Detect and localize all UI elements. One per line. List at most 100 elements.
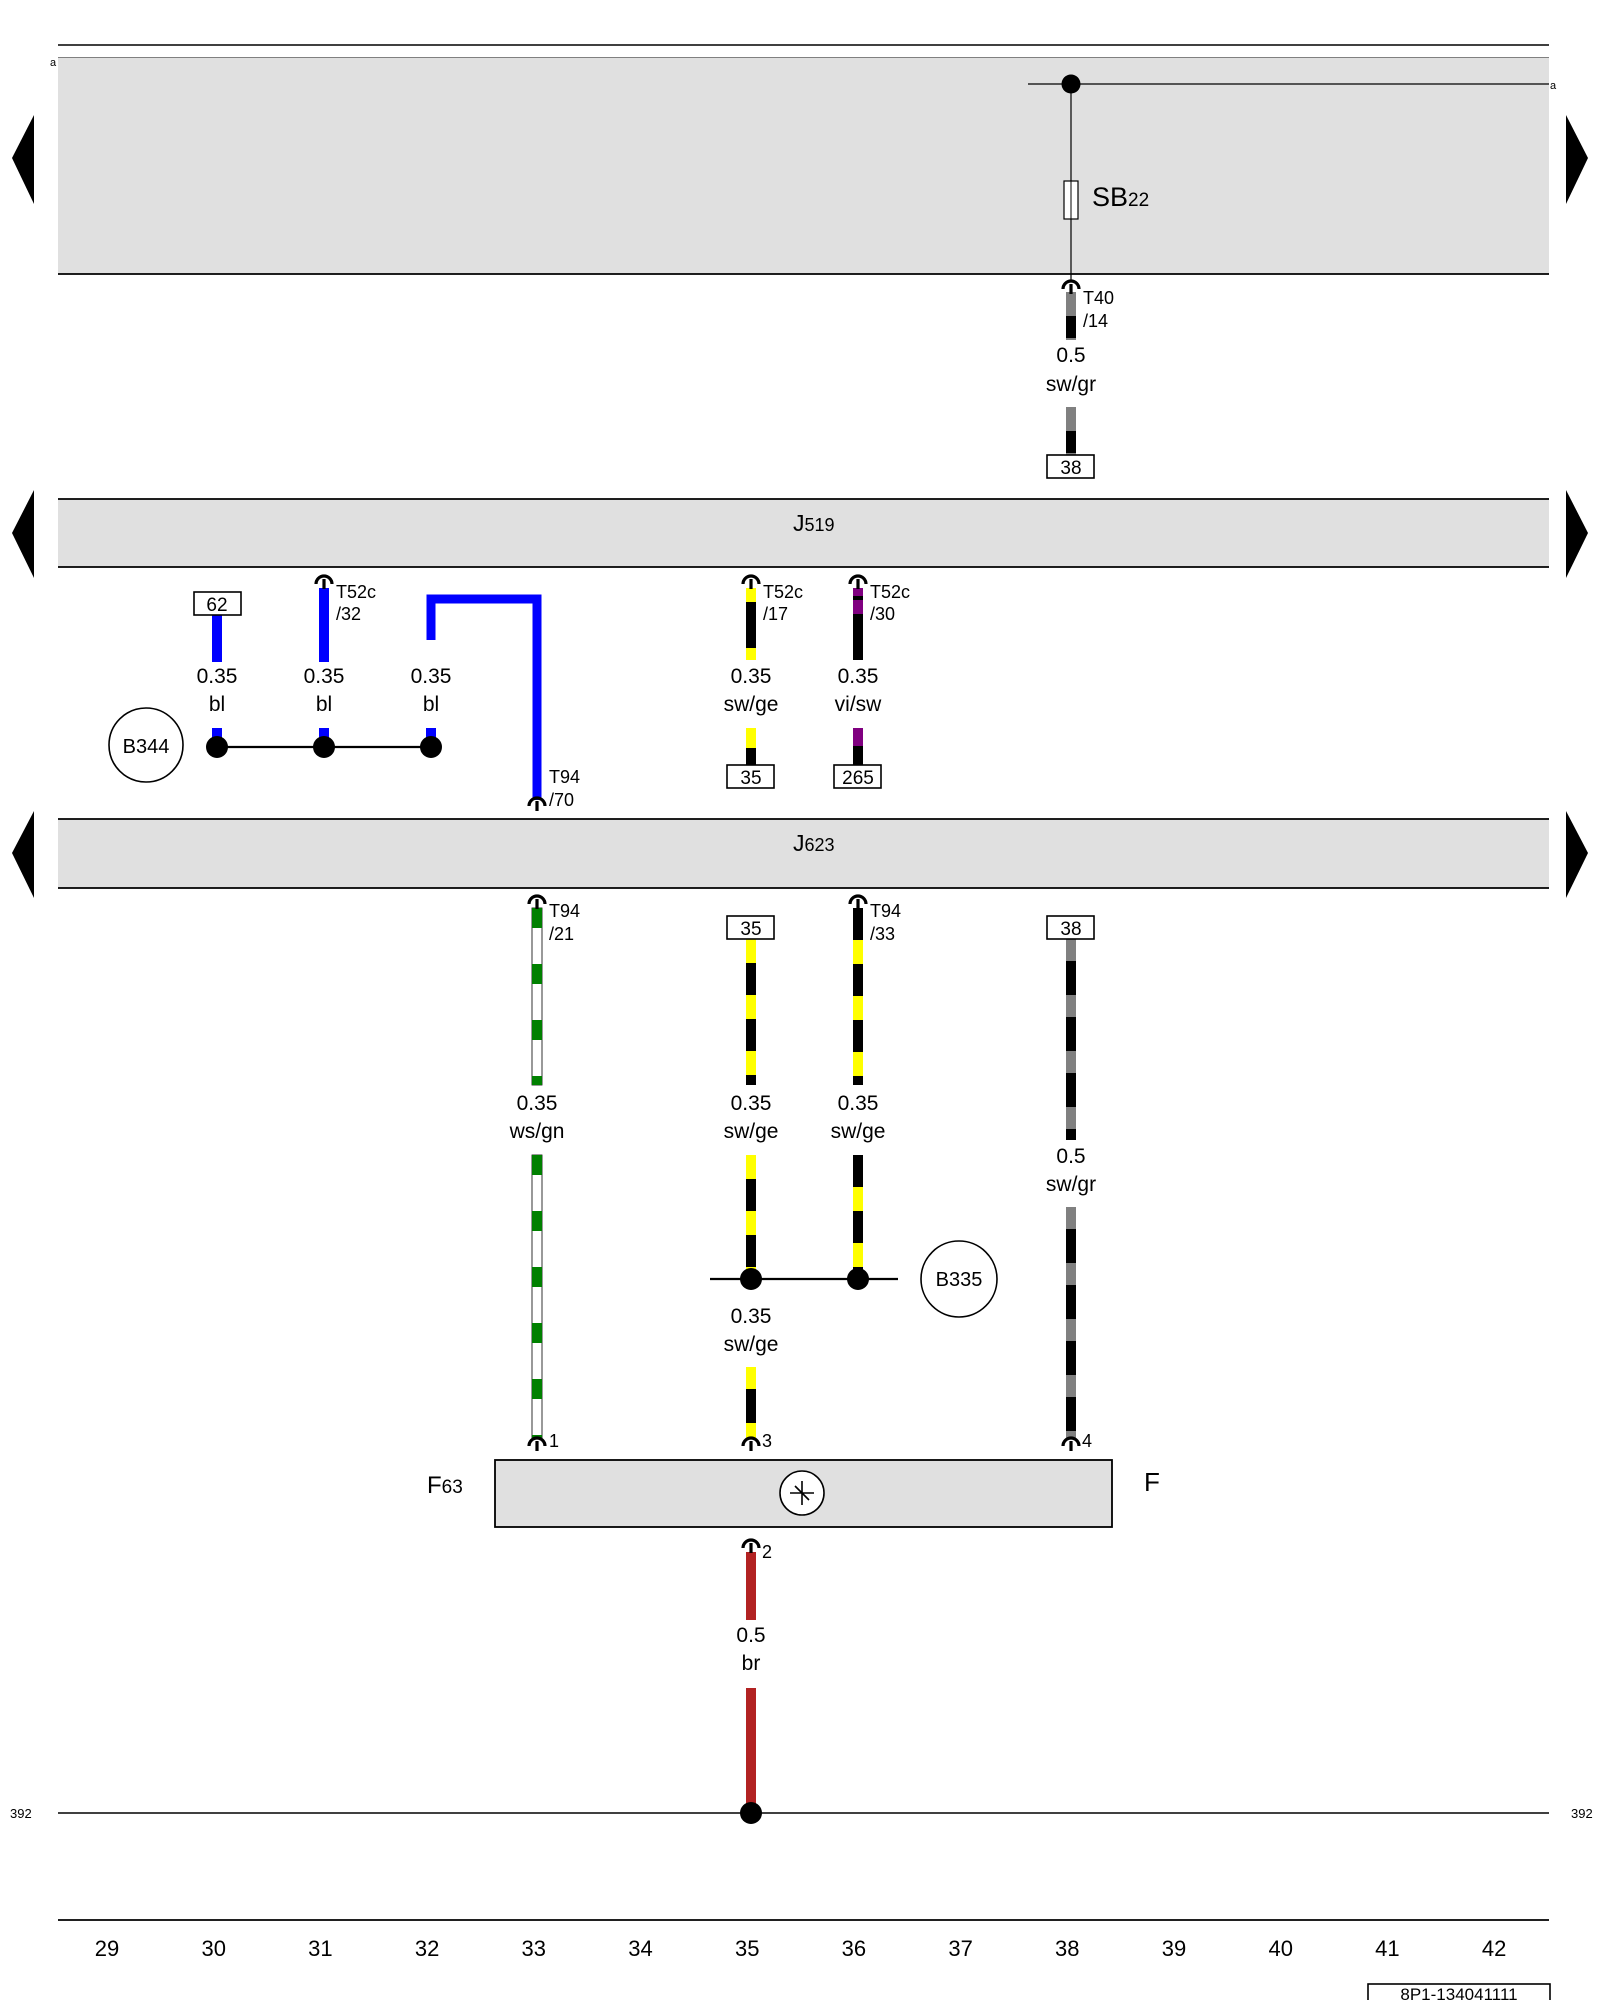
wire-sw-gr bbox=[1066, 1207, 1076, 1438]
svg-text:35: 35 bbox=[740, 768, 761, 789]
column-number: 32 bbox=[415, 1936, 439, 1961]
column-number: 35 bbox=[735, 1936, 759, 1961]
column-number: 30 bbox=[201, 1936, 225, 1961]
column-number: 39 bbox=[1162, 1936, 1186, 1961]
ground-bus-b344 bbox=[206, 736, 442, 758]
column-number: 31 bbox=[308, 1936, 332, 1961]
column-number: 40 bbox=[1268, 1936, 1292, 1961]
connector-plug bbox=[848, 894, 868, 911]
reference-boxes: 38 62 35 265 35 38 bbox=[193, 454, 1095, 940]
left-arrow-icon[interactable] bbox=[12, 811, 34, 898]
ref-box-38-b: 38 bbox=[1046, 915, 1095, 940]
wire-sw-gr bbox=[1066, 292, 1076, 340]
ref-box-35-a: 35 bbox=[726, 764, 775, 789]
right-arrow-icon[interactable] bbox=[1566, 490, 1588, 578]
column-number: 33 bbox=[522, 1936, 546, 1961]
svg-text:B344: B344 bbox=[123, 736, 170, 758]
connector-label-t52c-32: T52c/32 bbox=[336, 582, 376, 624]
ground-line: 392 392 bbox=[10, 1802, 1593, 1824]
svg-text:62: 62 bbox=[206, 595, 227, 616]
connector-labels: T40/14 T52c/32 T52c/17 T52c/30 T94/70 T9… bbox=[336, 288, 1114, 944]
connector-plug bbox=[741, 1436, 761, 1453]
right-arrow-icon[interactable] bbox=[1566, 115, 1588, 204]
pin-number: 2 bbox=[762, 1542, 772, 1562]
sensor-f63: F63 F bbox=[427, 1459, 1160, 1528]
svg-text:35: 35 bbox=[740, 919, 761, 940]
module-j623: J623 bbox=[58, 818, 1549, 889]
page-arrows[interactable] bbox=[12, 115, 1588, 898]
sensor-label: F63 bbox=[427, 1472, 463, 1499]
wire-sw-ge bbox=[746, 939, 756, 1085]
connector-label-t40-14: T40/14 bbox=[1083, 288, 1114, 331]
connector-label-t52c-30: T52c/30 bbox=[870, 582, 910, 624]
column-number: 29 bbox=[95, 1936, 119, 1961]
svg-text:265: 265 bbox=[842, 768, 874, 789]
wire-ws-gn bbox=[531, 907, 543, 1086]
connector-label-t52c-17: T52c/17 bbox=[763, 582, 803, 624]
wire-br bbox=[746, 1552, 756, 1620]
sensor-label-right: F bbox=[1144, 1467, 1160, 1497]
svg-text:38: 38 bbox=[1060, 919, 1081, 940]
connector-plug bbox=[527, 894, 547, 911]
wire-sw-ge bbox=[853, 908, 863, 1085]
ground-point-b335: B335 bbox=[920, 1240, 998, 1318]
left-arrow-icon[interactable] bbox=[12, 115, 34, 204]
connector-label-t94-21: T94/21 bbox=[549, 901, 580, 944]
pin-number: 4 bbox=[1082, 1431, 1092, 1451]
wire-sw-gr bbox=[1066, 939, 1076, 1140]
column-number: 37 bbox=[948, 1936, 972, 1961]
wire-sw-ge bbox=[746, 588, 756, 660]
column-number: 42 bbox=[1482, 1936, 1506, 1961]
connector-plug bbox=[1061, 279, 1081, 296]
svg-text:8P1-134041111: 8P1-134041111 bbox=[1400, 1985, 1517, 2000]
connector-plug bbox=[1061, 1436, 1081, 1453]
wire-br bbox=[746, 1688, 756, 1813]
connector-plug bbox=[741, 574, 761, 591]
wire-sw-ge bbox=[746, 1155, 756, 1279]
connector-plug bbox=[848, 574, 868, 591]
ref-box-38-top: 38 bbox=[1046, 454, 1095, 479]
svg-text:38: 38 bbox=[1060, 458, 1081, 479]
ground-bus-b335 bbox=[710, 1268, 898, 1290]
wire-ws-gn bbox=[531, 1154, 543, 1439]
wire-sw-gr bbox=[1066, 407, 1076, 455]
module-label: J519 bbox=[793, 510, 835, 536]
wire-bl bbox=[319, 588, 329, 662]
connector-plug bbox=[314, 574, 334, 591]
wire-vi-sw bbox=[853, 728, 863, 765]
ref-box-35-b: 35 bbox=[726, 915, 775, 940]
ref-box-62: 62 bbox=[193, 591, 242, 616]
svg-text:B335: B335 bbox=[936, 1269, 983, 1291]
connector-label-t94-33: T94/33 bbox=[870, 901, 901, 944]
fuse-panel: a a SB22 bbox=[50, 44, 1557, 280]
module-j519: J519 bbox=[58, 498, 1549, 568]
column-number: 34 bbox=[628, 1936, 652, 1961]
right-arrow-icon[interactable] bbox=[1566, 811, 1588, 898]
wire-sw-ge bbox=[746, 1367, 756, 1438]
top-right-marker: a bbox=[1550, 80, 1557, 92]
wire-blue-bridge bbox=[426, 594, 542, 800]
column-number: 38 bbox=[1055, 1936, 1079, 1961]
ref-box-265: 265 bbox=[833, 764, 882, 789]
connector-plug bbox=[741, 1538, 761, 1555]
wire-sw-ge bbox=[853, 1155, 863, 1279]
top-left-marker: a bbox=[50, 57, 57, 69]
column-number: 41 bbox=[1375, 1936, 1399, 1961]
wire-vi-sw bbox=[853, 588, 863, 660]
left-arrow-icon[interactable] bbox=[12, 490, 34, 578]
connector-label-t94-70: T94/70 bbox=[549, 767, 580, 810]
